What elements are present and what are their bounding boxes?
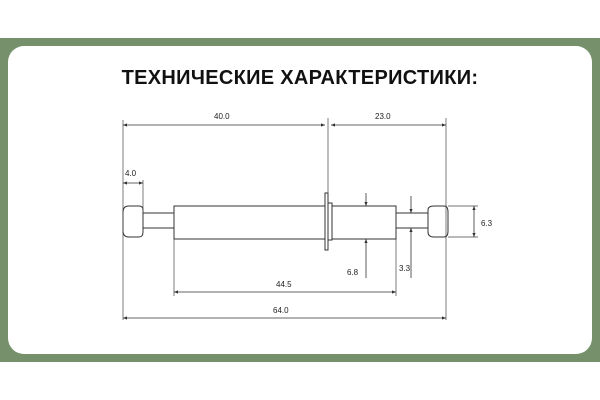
left-neck <box>142 212 175 229</box>
main-barrel <box>173 205 326 240</box>
dim-label-4: 4.0 <box>125 169 137 178</box>
left-knob <box>122 205 144 238</box>
dim-label-44-5: 44.5 <box>276 280 292 289</box>
dim-label-3-3: 3.3 <box>399 264 411 273</box>
page-title: ТЕХНИЧЕСКИЕ ХАРАКТЕРИСТИКИ: <box>121 67 479 89</box>
technical-drawing: 40.0 23.0 4.0 6.3 6.8 3.3 44.5 64.0 <box>122 112 493 320</box>
dim-label-6-3: 6.3 <box>481 219 493 228</box>
dim-label-40: 40.0 <box>214 112 230 121</box>
right-barrel <box>331 205 397 240</box>
collar <box>327 202 333 241</box>
green-frame: ТЕХНИЧЕСКИЕ ХАРАКТЕРИСТИКИ: <box>0 38 600 362</box>
dim-label-64: 64.0 <box>273 306 289 315</box>
dim-label-23: 23.0 <box>375 112 391 121</box>
right-knob <box>427 205 449 238</box>
spec-card: ТЕХНИЧЕСКИЕ ХАРАКТЕРИСТИКИ: <box>8 46 592 354</box>
right-neck <box>395 212 429 229</box>
dim-label-6-8: 6.8 <box>347 268 359 277</box>
